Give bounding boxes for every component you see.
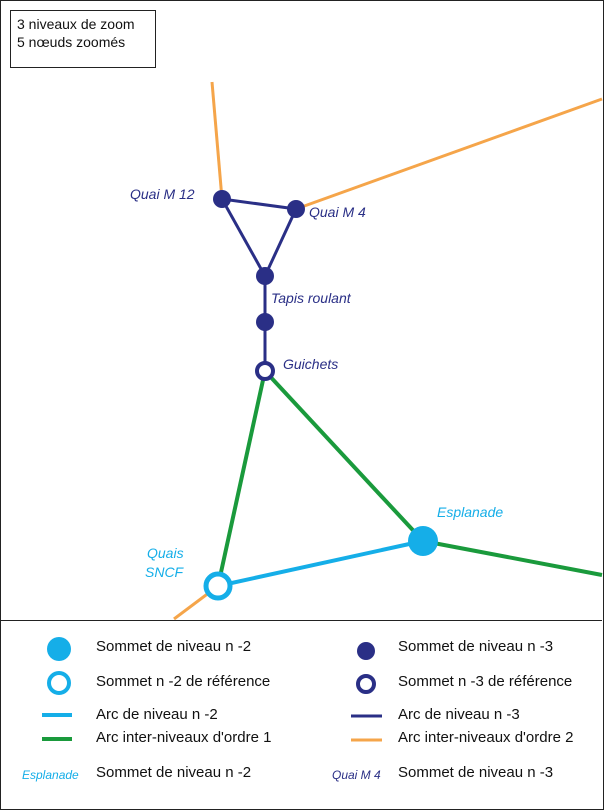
label-quai-m4: Quai M 4 <box>309 204 366 220</box>
legend-text-sommet-n2: Sommet de niveau n -2 <box>96 638 252 655</box>
legend-example-label-n2: Esplanade <box>22 768 79 782</box>
arc-inter1-guichets-esplanade <box>263 369 425 543</box>
node-guichets <box>255 361 275 381</box>
zoomed-nodes-text: 5 nœuds zoomés <box>17 34 126 50</box>
node-intermediate <box>256 313 274 331</box>
label-quai-m12: Quai M 12 <box>130 186 195 202</box>
legend-example-label-n3: Quai M 4 <box>332 768 381 782</box>
label-guichets: Guichets <box>283 356 338 372</box>
label-quais-sncf-2: SNCF <box>145 564 185 580</box>
label-tapis-roulant: Tapis roulant <box>271 290 352 306</box>
node-quai-m4 <box>287 200 305 218</box>
zoom-info-box: 3 niveaux de zoom 5 nœuds zoomés <box>10 10 156 68</box>
legend-symbol-sommet-n2 <box>47 637 71 661</box>
arc-inter2-right <box>295 97 603 211</box>
node-esplanade <box>408 526 438 556</box>
legend-text-sommet-n3-ref: Sommet n -3 de référence <box>398 673 573 690</box>
arc-n3-m4-tapis <box>263 208 298 277</box>
legend-text-sommet-n3: Sommet de niveau n -3 <box>398 638 554 655</box>
legend-text-arc-n2: Arc de niveau n -2 <box>96 706 218 723</box>
legend-symbols <box>42 637 382 742</box>
legend-symbol-sommet-n3 <box>357 642 375 660</box>
legend-text-arc-inter2: Arc inter-niveaux d'ordre 2 <box>398 729 574 746</box>
legend-symbol-sommet-n3-ref <box>356 674 376 694</box>
arc-n3-m12-m4 <box>221 197 297 211</box>
network-map: Quai M 12 Quai M 4 Tapis roulant Guichet… <box>130 81 603 620</box>
node-tapis-roulant <box>256 267 274 285</box>
label-quais-sncf-1: Quais <box>147 545 184 561</box>
arc-n2-sncf-esplanade <box>217 539 424 588</box>
node-quais-sncf <box>203 571 233 601</box>
legend-text-label-n2: Sommet de niveau n -2 <box>96 764 252 781</box>
arc-inter1-guichets-sncf <box>216 370 267 587</box>
arc-inter2-top <box>210 81 224 200</box>
node-quai-m12 <box>213 190 231 208</box>
legend-divider <box>0 620 602 621</box>
legend-text-sommet-n2-ref: Sommet n -2 de référence <box>96 673 271 690</box>
legend-text-arc-n3: Arc de niveau n -3 <box>398 706 520 723</box>
legend-text-label-n3: Sommet de niveau n -3 <box>398 764 554 781</box>
arc-inter1-esplanade-right <box>422 539 603 577</box>
legend-text-arc-inter1: Arc inter-niveaux d'ordre 1 <box>96 729 272 746</box>
zoom-levels-text: 3 niveaux de zoom <box>17 16 135 32</box>
legend-symbol-sommet-n2-ref <box>47 671 71 695</box>
arc-n3-m12-tapis <box>220 198 267 277</box>
label-esplanade: Esplanade <box>437 504 503 520</box>
